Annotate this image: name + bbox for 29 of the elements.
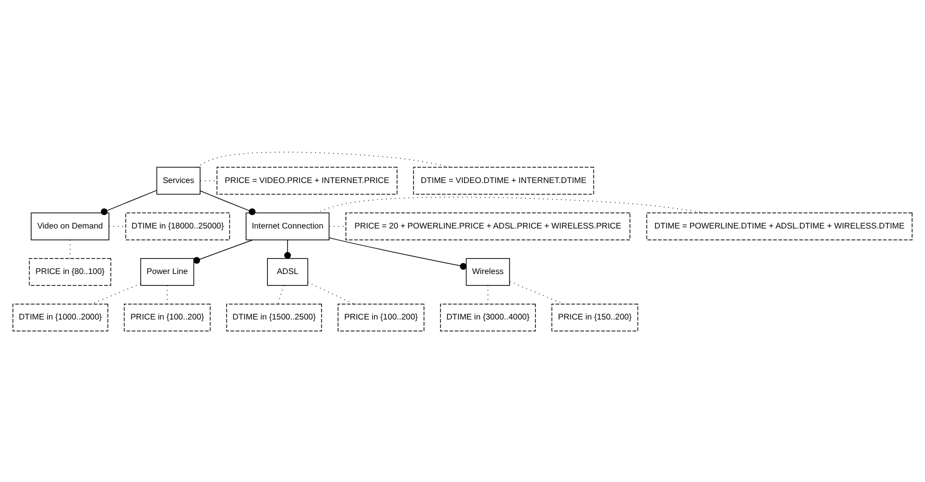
connector [193,239,254,264]
node-box: Wireless [466,258,510,286]
connector [316,196,706,213]
node-box: Video on Demand [30,212,110,240]
node-box: PRICE in {100..200} [338,303,424,331]
node-box: PRICE in {80..100} [28,258,112,286]
node-box: ADSL [267,258,308,286]
node-box: PRICE in {150..200} [551,303,638,331]
node-box: DTIME in {1000..2000} [12,303,108,331]
connector [196,151,452,168]
connector [108,225,126,226]
node-box: DTIME in {3000..4000} [440,303,536,331]
connector [200,190,256,215]
connector [307,281,354,304]
node-box: DTIME = POWERLINE.DTIME + ADSL.DTIME + WIRELESS.DTIME [646,212,912,240]
node-box: Power Line [140,258,194,286]
node-box: PRICE = 20 + POWERLINE.PRICE + ADSL.PRICE + WIRELESS.PRICE [346,212,630,240]
node-box: PRICE in {100..200} [124,303,211,331]
connector [166,284,168,304]
connector [278,284,284,304]
node-box: DTIME in {1500..2500} [226,303,322,331]
node-box: DTIME in {18000..25000} [125,212,230,240]
connector [100,190,157,215]
node-box: Internet Connection [246,212,330,240]
node-box: PRICE = VIDEO.PRICE + INTERNET.PRICE [216,166,398,194]
node-box: Services [156,166,200,194]
node-box: DTIME = VIDEO.DTIME + INTERNET.DTIME [413,166,594,194]
connector [328,236,467,270]
connector [284,239,291,258]
